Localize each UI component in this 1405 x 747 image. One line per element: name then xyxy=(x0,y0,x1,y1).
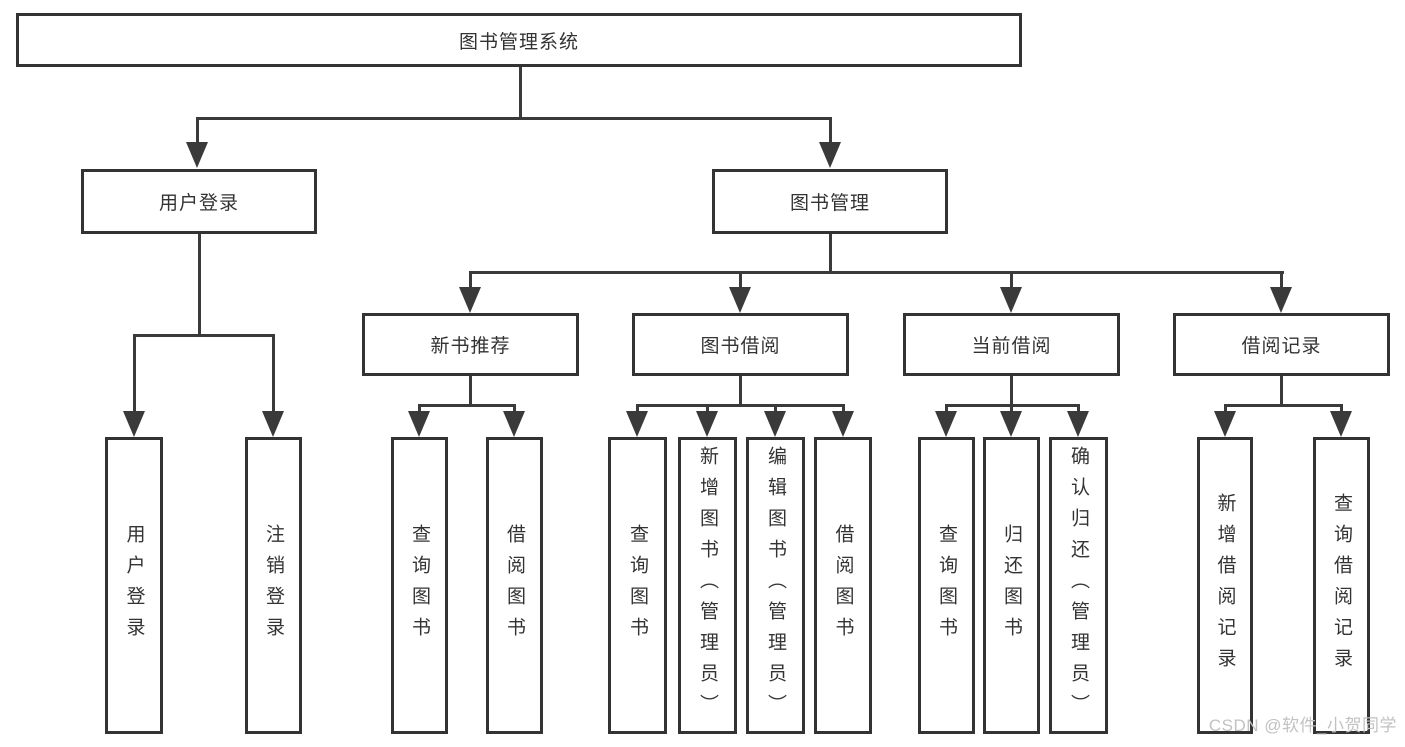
connector-vline xyxy=(469,271,472,291)
node-new-book-recommend-label: 新书推荐 xyxy=(430,336,511,357)
connector-vline xyxy=(1224,404,1227,416)
connector-vline xyxy=(196,117,199,145)
leaf-label: 查询图书 xyxy=(409,523,430,648)
arrowhead-down-icon xyxy=(186,142,208,168)
leaf-label: 查询图书 xyxy=(936,523,957,648)
connector-hline xyxy=(196,117,832,120)
arrowhead-down-icon xyxy=(696,411,718,437)
leaf-edit-books-admin: 编辑图书（管理员） xyxy=(746,437,805,734)
leaf-borrow-books-1: 借阅图书 xyxy=(486,437,543,734)
leaf-query-books-3: 查询图书 xyxy=(918,437,975,734)
connector-vline xyxy=(1280,271,1283,291)
connector-vline xyxy=(133,334,136,414)
arrowhead-down-icon xyxy=(123,411,145,437)
leaf-label: 编辑图书（管理员） xyxy=(765,446,786,725)
leaf-add-books-admin: 新增图书（管理员） xyxy=(678,437,737,734)
node-book-borrow-label: 图书借阅 xyxy=(700,336,781,357)
connector-vline xyxy=(945,404,948,416)
connector-hline xyxy=(418,404,516,407)
leaf-label: 借阅图书 xyxy=(504,523,525,648)
node-book-management-label: 图书管理 xyxy=(789,193,870,214)
arrowhead-down-icon xyxy=(503,411,525,437)
node-book-borrow: 图书借阅 xyxy=(632,313,849,376)
connector-hline xyxy=(133,334,275,337)
connector-vline xyxy=(829,233,832,273)
node-user-login-label: 用户登录 xyxy=(158,193,239,214)
connector-vline xyxy=(198,233,201,336)
connector-vline xyxy=(829,117,832,145)
leaf-query-books-1: 查询图书 xyxy=(391,437,448,734)
connector-hline xyxy=(636,404,845,407)
connector-vline xyxy=(1010,375,1013,406)
node-current-borrow-label: 当前借阅 xyxy=(971,336,1052,357)
node-current-borrow: 当前借阅 xyxy=(903,313,1120,376)
node-new-book-recommend: 新书推荐 xyxy=(362,313,579,376)
connector-vline xyxy=(1280,375,1283,406)
leaf-label: 新增借阅记录 xyxy=(1214,492,1236,679)
connector-vline xyxy=(636,404,639,416)
leaf-label: 注销登录 xyxy=(263,523,284,648)
connector-vline xyxy=(774,404,777,416)
arrowhead-down-icon xyxy=(832,411,854,437)
leaf-label: 查询图书 xyxy=(627,523,648,648)
connector-hline xyxy=(1224,404,1343,407)
leaf-borrow-books-2: 借阅图书 xyxy=(814,437,872,734)
connector-vline xyxy=(513,404,516,416)
arrowhead-down-icon xyxy=(262,411,284,437)
arrowhead-down-icon xyxy=(764,411,786,437)
arrowhead-down-icon xyxy=(1270,287,1292,313)
arrowhead-down-icon xyxy=(1214,411,1236,437)
node-borrow-records-label: 借阅记录 xyxy=(1241,336,1322,357)
arrowhead-down-icon xyxy=(1000,287,1022,313)
connector-vline xyxy=(706,404,709,416)
leaf-label: 用户登录 xyxy=(123,523,145,648)
connector-vline xyxy=(1010,271,1013,291)
leaf-user-login: 用户登录 xyxy=(105,437,163,734)
arrowhead-down-icon xyxy=(1330,411,1352,437)
connector-hline xyxy=(469,271,1284,274)
leaf-confirm-return-admin: 确认归还（管理员） xyxy=(1049,437,1108,734)
connector-vline xyxy=(469,375,472,406)
leaf-label: 查询借阅记录 xyxy=(1331,492,1352,679)
leaf-label: 新增图书（管理员） xyxy=(697,446,718,725)
connector-vline xyxy=(1340,404,1343,416)
leaf-query-borrow-record: 查询借阅记录 xyxy=(1313,437,1370,734)
watermark-text: CSDN @软件_小贺同学 xyxy=(1208,716,1397,735)
leaf-add-borrow-record: 新增借阅记录 xyxy=(1197,437,1253,734)
arrowhead-down-icon xyxy=(408,411,430,437)
leaf-logout: 注销登录 xyxy=(245,437,302,734)
leaf-label: 借阅图书 xyxy=(832,523,854,648)
leaf-label: 确认归还（管理员） xyxy=(1068,446,1089,725)
arrowhead-down-icon xyxy=(819,142,841,168)
node-root-label: 图书管理系统 xyxy=(458,31,579,53)
arrowhead-down-icon xyxy=(935,411,957,437)
arrowhead-down-icon xyxy=(1067,411,1089,437)
connector-vline xyxy=(739,375,742,406)
connector-vline xyxy=(272,334,275,414)
arrowhead-down-icon xyxy=(1000,411,1022,437)
node-borrow-records: 借阅记录 xyxy=(1173,313,1390,376)
connector-vline xyxy=(739,271,742,291)
node-book-management: 图书管理 xyxy=(712,169,948,234)
node-user-login: 用户登录 xyxy=(81,169,317,234)
leaf-return-books: 归还图书 xyxy=(983,437,1040,734)
connector-vline xyxy=(418,404,421,416)
connector-vline xyxy=(842,404,845,416)
arrowhead-down-icon xyxy=(729,287,751,313)
connector-vline xyxy=(519,66,522,119)
connector-vline xyxy=(1010,404,1013,416)
connector-vline xyxy=(1077,404,1080,416)
node-root: 图书管理系统 xyxy=(16,13,1022,67)
leaf-label: 归还图书 xyxy=(1001,523,1022,648)
arrowhead-down-icon xyxy=(459,287,481,313)
leaf-query-books-2: 查询图书 xyxy=(608,437,667,734)
arrowhead-down-icon xyxy=(626,411,648,437)
